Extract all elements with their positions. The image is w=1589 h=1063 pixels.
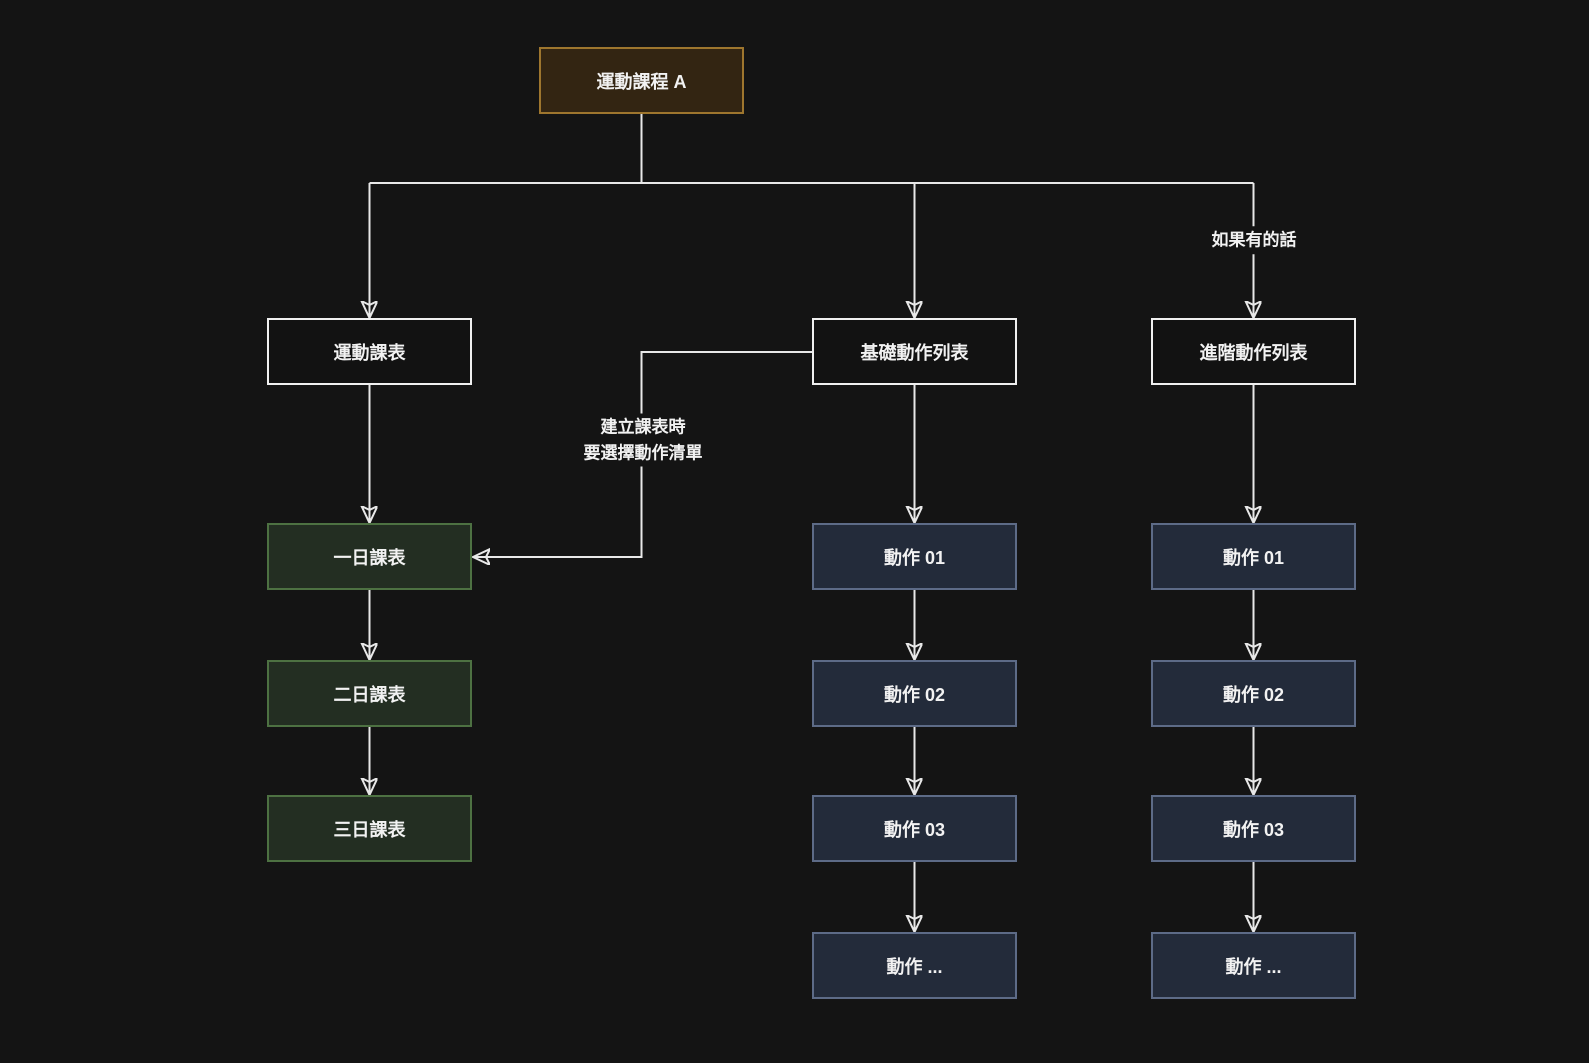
- node-advanced-action-02: 動作 02: [1151, 660, 1356, 727]
- node-advanced-action-03: 動作 03: [1151, 795, 1356, 862]
- node-course-a: 運動課程 A: [539, 47, 744, 114]
- node-day1-schedule: 一日課表: [267, 523, 472, 590]
- edge-label-select-actions-line2: 要選擇動作清單: [583, 443, 703, 462]
- node-advanced-action-01: 動作 01: [1151, 523, 1356, 590]
- edge-label-if-available: 如果有的話: [1205, 226, 1303, 254]
- node-schedule: 運動課表: [267, 318, 472, 385]
- node-basic-action-more: 動作 ...: [812, 932, 1017, 999]
- node-day2-schedule: 二日課表: [267, 660, 472, 727]
- edge-label-select-actions: 建立課表時 要選擇動作清單: [577, 413, 709, 467]
- node-basic-action-02: 動作 02: [812, 660, 1017, 727]
- node-day3-schedule: 三日課表: [267, 795, 472, 862]
- node-basic-action-03: 動作 03: [812, 795, 1017, 862]
- node-advanced-action-list: 進階動作列表: [1151, 318, 1356, 385]
- node-basic-action-list: 基礎動作列表: [812, 318, 1017, 385]
- node-advanced-action-more: 動作 ...: [1151, 932, 1356, 999]
- edge-label-select-actions-line1: 建立課表時: [600, 417, 686, 437]
- node-basic-action-01: 動作 01: [812, 523, 1017, 590]
